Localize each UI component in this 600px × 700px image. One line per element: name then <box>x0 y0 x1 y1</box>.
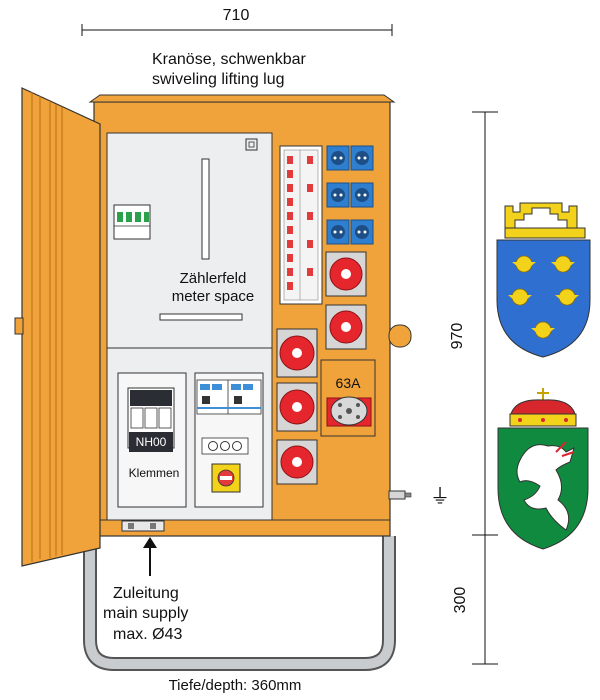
schuko-sockets <box>326 145 374 245</box>
cee-socket-32a <box>276 439 318 485</box>
cee-socket-16a <box>325 251 367 297</box>
nh00-label: NH00 <box>136 435 167 449</box>
supply-label-en: main supply <box>103 605 188 622</box>
rcd-breaker-group <box>194 372 264 508</box>
supply-size-label: max. Ø43 <box>113 626 182 643</box>
schuko-socket <box>326 145 350 171</box>
height-stand-label: 300 <box>452 587 469 614</box>
ground-symbol: ⏚ <box>430 486 450 508</box>
cabinet-roof <box>88 94 396 103</box>
height-dimension: 970 <box>449 111 498 536</box>
coat-of-arms-styria <box>497 388 589 550</box>
meter-field-label-en: meter space <box>172 288 255 305</box>
earth-terminal <box>388 490 412 500</box>
schuko-socket <box>326 219 350 245</box>
meter-field-label-de: Zählerfeld <box>180 270 247 287</box>
meter-breakers <box>113 204 151 240</box>
schuko-socket <box>350 219 374 245</box>
schuko-socket <box>326 182 350 208</box>
coat-of-arms-lower-austria <box>496 202 591 358</box>
cee-socket-32a <box>276 328 318 378</box>
width-dimension: 710 <box>81 7 393 36</box>
supply-label-de: Zuleitung <box>113 585 179 602</box>
schuko-socket <box>350 182 374 208</box>
width-label: 710 <box>223 7 250 24</box>
schuko-socket <box>350 145 374 171</box>
depth-label: Tiefe/depth: 360mm <box>169 677 302 694</box>
height-cabinet-label: 970 <box>449 323 466 350</box>
cee-socket-32a <box>276 382 318 432</box>
meter-field-panel <box>106 132 273 349</box>
supply-arrow <box>143 537 157 576</box>
cee-socket-63a <box>320 359 376 437</box>
terminals-label: Klemmen <box>129 466 180 480</box>
cabinet-door <box>14 87 101 567</box>
cee-socket-16a <box>325 304 367 350</box>
breaker-rail <box>279 145 323 305</box>
side-hinge <box>388 324 412 348</box>
stand-height-dimension: 300 <box>452 535 498 665</box>
cable-entry <box>121 520 165 532</box>
lifting-lug-label-de: Kranöse, schwenkbar <box>152 51 307 68</box>
nh00-fuse-block <box>117 372 187 508</box>
lifting-lug-label-en: swiveling lifting lug <box>152 71 285 88</box>
socket-63a-label: 63A <box>336 375 362 391</box>
